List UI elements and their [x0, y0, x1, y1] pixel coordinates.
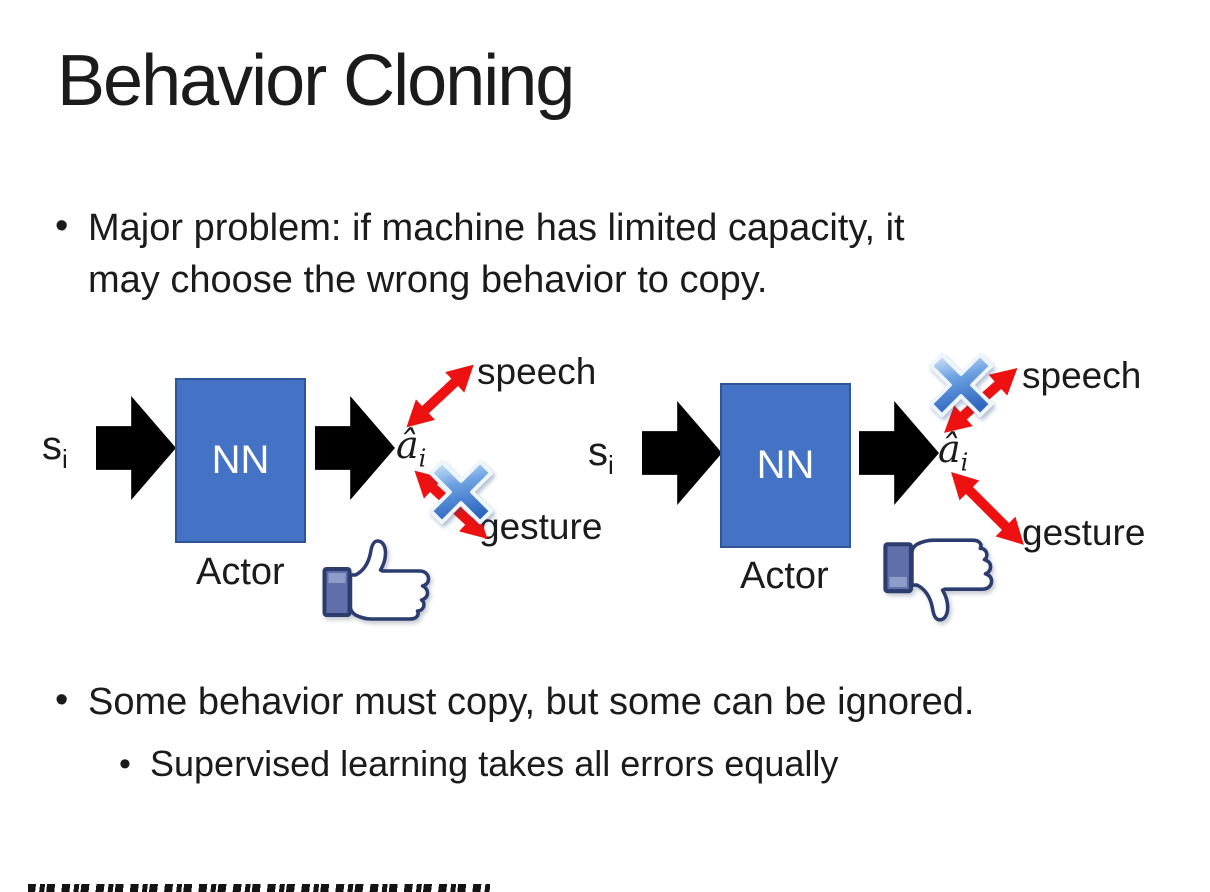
nn-box-left: NN — [175, 378, 306, 543]
gesture-label-right: gesture — [1022, 512, 1146, 553]
cross-out-icon — [928, 352, 994, 418]
nn-box-label: NN — [756, 443, 815, 487]
flow-arrow-icon — [315, 396, 395, 500]
bullet-some-behavior: Some behavior must copy, but some can be… — [55, 674, 974, 728]
cross-out-icon — [428, 459, 494, 525]
actor-caption-right: Actor — [740, 555, 829, 597]
speech-relation-arrow-icon — [420, 377, 460, 415]
nn-box-right: NN — [720, 383, 851, 548]
bullet-major-problem-line2: may choose the wrong behavior to copy. — [88, 259, 768, 301]
flow-arrow-icon — [642, 401, 722, 505]
state-symbol-right: si — [588, 430, 614, 480]
state-symbol-left: si — [42, 424, 68, 474]
action-symbol-left: âi — [396, 423, 427, 473]
cropped-text-strip — [28, 884, 490, 892]
action-symbol-right: âi — [938, 427, 969, 477]
thumbs-up-icon — [322, 539, 431, 621]
thumbs-down-icon — [880, 532, 998, 630]
nn-box-label: NN — [211, 438, 270, 482]
actor-caption-left: Actor — [196, 551, 285, 593]
gesture-label-left: gesture — [479, 506, 603, 547]
speech-label-left: speech — [477, 351, 597, 392]
bullet-major-problem: Major problem: if machine has limited ca… — [55, 200, 905, 306]
bullet-supervised-learning: Supervised learning takes all errors equ… — [119, 738, 838, 790]
flow-arrow-icon — [96, 396, 176, 500]
slide-title: Behavior Cloning — [57, 41, 575, 121]
speech-label-right: speech — [1022, 355, 1142, 396]
bullet-major-problem-line1: Major problem: if machine has limited ca… — [88, 207, 905, 249]
gesture-relation-arrow-icon — [964, 485, 1011, 532]
